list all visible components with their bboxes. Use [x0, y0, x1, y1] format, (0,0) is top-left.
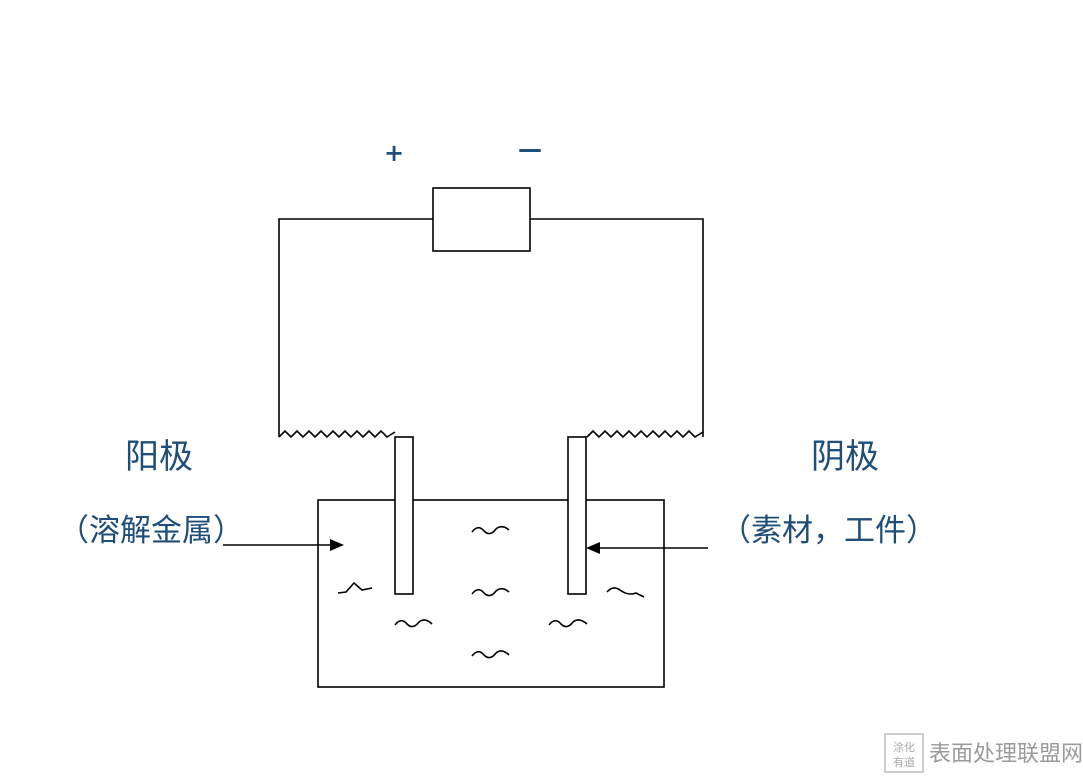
cathode-zigzag-connection — [586, 429, 704, 439]
watermark-text: 表面处理联盟网 — [929, 742, 1083, 767]
watermark-seal-line1: 涂化 — [893, 740, 915, 754]
positive-sign: + — [384, 139, 404, 167]
solution-wave — [394, 619, 433, 628]
cathode-electrode — [567, 436, 587, 595]
anode-label: 阳极 — [125, 437, 193, 477]
power-supply-box — [432, 187, 531, 252]
anode-sublabel: （溶解金属） — [58, 513, 244, 549]
plating-tank — [317, 499, 665, 688]
watermark-seal-line2: 有道 — [893, 755, 915, 769]
solution-wave — [548, 619, 588, 628]
watermark-seal — [884, 733, 924, 773]
cathode-wire — [530, 218, 704, 437]
solution-wave — [471, 525, 510, 535]
cathode-label: 阴极 — [811, 437, 879, 477]
negative-sign: — — [518, 135, 542, 163]
anode-electrode — [394, 436, 414, 595]
anode-arrowhead — [330, 539, 344, 551]
solution-wave — [471, 587, 510, 597]
watermark: 涂化 有道 表面处理联盟网 — [884, 733, 1083, 773]
cathode-sublabel: （素材，工件） — [720, 513, 937, 549]
anode-zigzag-connection — [278, 429, 396, 439]
solution-wave — [606, 587, 645, 598]
solution-wave — [337, 581, 373, 594]
anode-wire — [278, 218, 433, 437]
cathode-arrowhead — [586, 542, 600, 554]
solution-wave — [471, 650, 510, 659]
